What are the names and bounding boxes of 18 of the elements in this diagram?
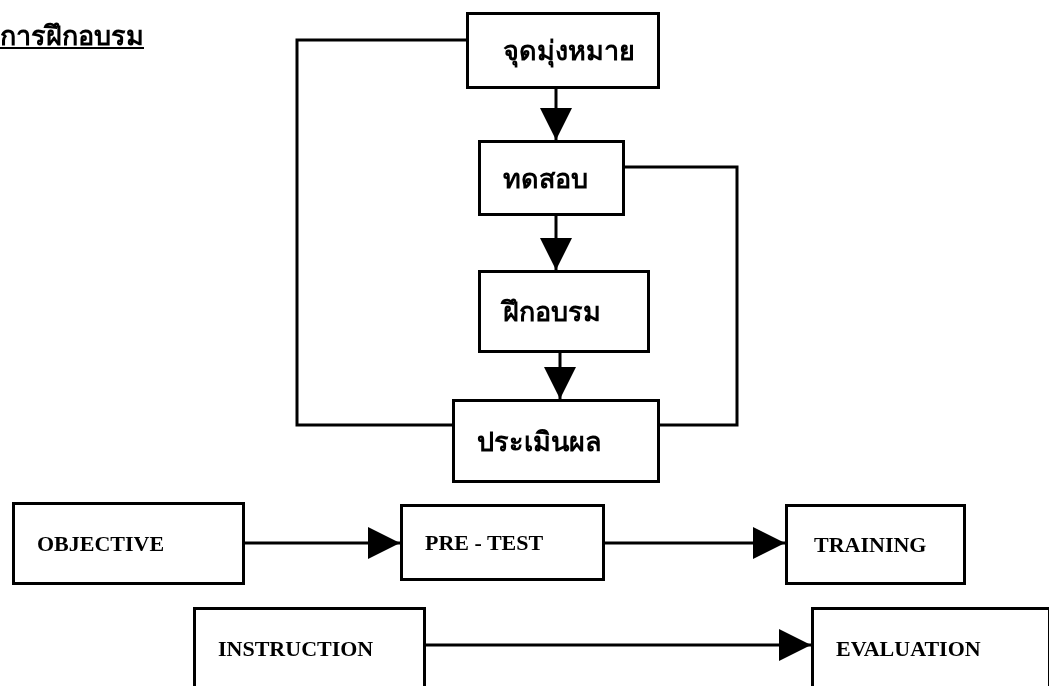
process-box: PRE - TEST bbox=[400, 504, 605, 581]
process-box: INSTRUCTION bbox=[193, 607, 426, 686]
process-box: OBJECTIVE bbox=[12, 502, 245, 585]
arrow bbox=[245, 527, 400, 559]
process-box: ทดสอบ bbox=[478, 140, 625, 216]
process-box: จุดมุ่งหมาย bbox=[466, 12, 660, 89]
arrow bbox=[605, 527, 785, 559]
connector-line bbox=[625, 165, 739, 427]
process-box: ฝึกอบรม bbox=[478, 270, 650, 353]
arrow bbox=[540, 216, 572, 270]
arrow bbox=[540, 89, 572, 140]
process-box: ประเมินผล bbox=[452, 399, 660, 483]
arrow bbox=[544, 353, 576, 399]
process-box: TRAINING bbox=[785, 504, 966, 585]
arrow bbox=[426, 629, 811, 661]
process-box: EVALUATION bbox=[811, 607, 1049, 686]
title: การฝึกอบรม bbox=[0, 19, 144, 53]
connector-line bbox=[295, 38, 466, 427]
